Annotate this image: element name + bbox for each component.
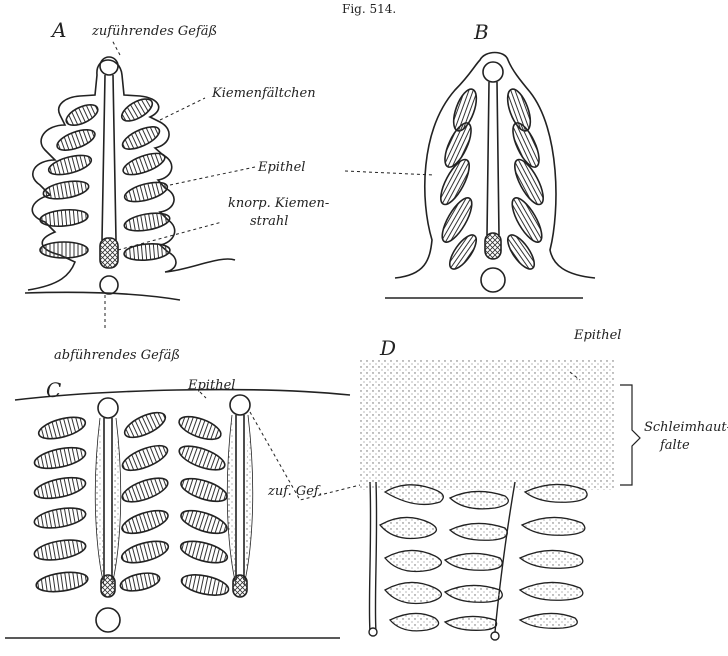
panel-d-label: D bbox=[380, 336, 396, 360]
epithelium-ab-label: Epithel bbox=[258, 160, 305, 175]
panel-d-drawing bbox=[360, 360, 640, 640]
mucosa-fold-label-line2: falte bbox=[660, 438, 690, 453]
figure-title: Fig. 514. bbox=[342, 2, 396, 16]
panel-c-label: C bbox=[46, 378, 61, 402]
efferent-vessel-label: abführendes Gefäß bbox=[54, 348, 180, 363]
gill-lamellae-label: Kiemenfältchen bbox=[212, 86, 316, 101]
epithelium-c-label: Epithel bbox=[188, 378, 235, 393]
panel-b-label: B bbox=[474, 20, 489, 44]
panel-a-label: A bbox=[52, 18, 66, 42]
mucosa-fold-label-line1: Schleimhaut- bbox=[644, 420, 728, 435]
cartilage-ray-label-line2: strahl bbox=[250, 214, 288, 229]
cartilage-ray-label-line1: knorp. Kiemen- bbox=[228, 196, 329, 211]
afferent-short-label: zuf. Gef. bbox=[268, 484, 322, 499]
afferent-vessel-label: zuführendes Gefäß bbox=[92, 24, 217, 39]
panel-a-drawing bbox=[25, 40, 255, 330]
panel-c-drawing bbox=[5, 390, 360, 638]
panel-b-drawing bbox=[345, 53, 595, 299]
epithelium-d-label: Epithel bbox=[574, 328, 621, 343]
